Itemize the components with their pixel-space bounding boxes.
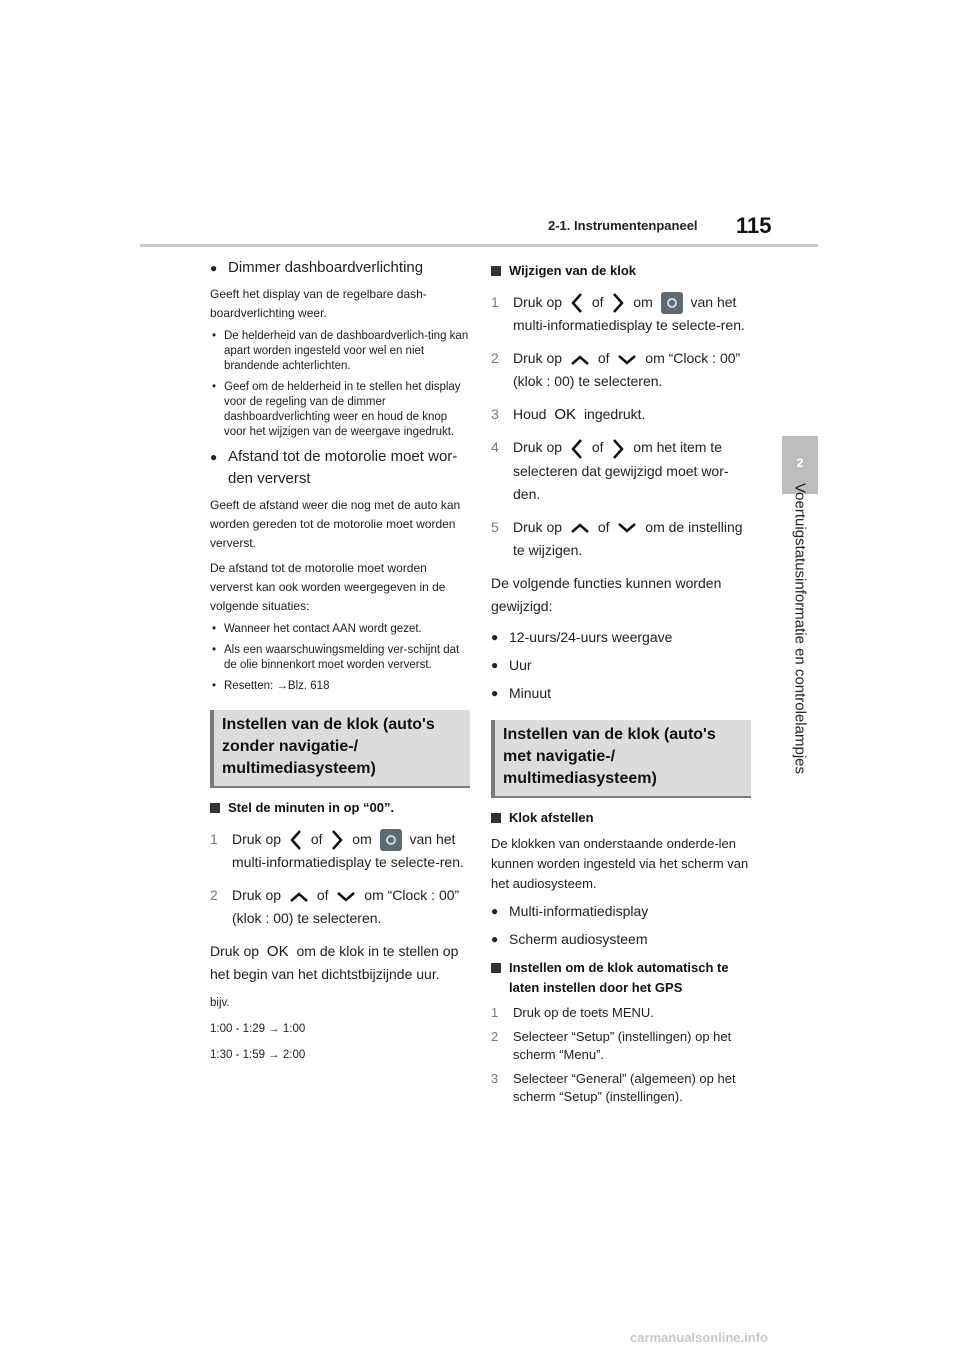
chevron-left-icon (571, 438, 582, 459)
example-row: 1:00 - 1:29 → 1:00 (210, 1023, 306, 1036)
settings-gear-icon (660, 292, 683, 315)
step-number: 3 (491, 1070, 499, 1086)
chevron-up-icon (571, 354, 589, 365)
step-number: 3 (491, 406, 499, 423)
chapter-side-label: Voertuigstatusinformatie en controlelamp… (791, 483, 809, 774)
example-row: 1:30 - 1:59 → 2:00 (210, 1049, 306, 1062)
step-2: 2 Druk op of om “Clock : 00” (klok : 00)… (491, 347, 751, 393)
function-item: Uur (491, 654, 751, 676)
settings-gear-icon (379, 829, 402, 852)
dimmer-description: Geeft het display van de regelbare dash-… (210, 287, 427, 320)
ok-instruction: Druk op OK om de klok in te stellen op h… (210, 940, 470, 986)
watermark: carmanualsonline.info (630, 1330, 768, 1345)
left-column: Dimmer dashboardverlichting Geeft het di… (210, 253, 470, 1074)
page-number: 115 (736, 213, 772, 238)
subheading-minutes: Stel de minuten in op “00”. (210, 798, 470, 818)
ok-icon: OK (266, 943, 289, 961)
header-divider (140, 244, 818, 247)
chevron-up-icon (571, 523, 589, 533)
list-item: De helderheid van de dashboardverlich-ti… (210, 329, 470, 374)
adjust-description: De klokken van onderstaande onderde-len … (491, 835, 749, 891)
chevron-down-icon (618, 522, 637, 533)
example-label: bijv. (210, 997, 230, 1010)
subheading-change-clock: Wijzigen van de klok (491, 261, 751, 281)
step-number: 1 (491, 1004, 499, 1020)
section-title: 2-1. Instrumentenpaneel (548, 218, 698, 233)
subheading-adjust-clock: Klok afstellen (491, 808, 751, 828)
step-3: 3 Houd OK ingedrukt. (491, 403, 751, 426)
step-number: 1 (210, 831, 218, 847)
function-item: Minuut (491, 682, 751, 704)
subheading-gps: Instellen om de klok automatisch te late… (491, 958, 751, 998)
oil-situations: Wanneer het contact AAN wordt gezet. Als… (210, 622, 470, 694)
chapter-tab: 2 (782, 436, 818, 494)
step-2: 2 Druk op of om “Clock : 00” (klok : 00)… (210, 884, 470, 930)
function-item: 12-uurs/24-uurs weergave (491, 626, 751, 648)
step-number: 2 (210, 887, 218, 904)
list-item: Wanneer het contact AAN wordt gezet. (210, 622, 470, 637)
chevron-right-icon (332, 830, 344, 851)
list-item: Geef om de helderheid in te stellen het … (210, 380, 470, 440)
chevron-right-icon (613, 438, 625, 459)
list-item: Resetten: →Blz. 618 (210, 679, 470, 694)
section-box-no-nav: Instellen van de klok (auto's zonder nav… (210, 710, 470, 788)
gps-step: 3 Selecteer “General” (algemeen) op het … (491, 1070, 736, 1104)
step-4: 4 Druk op of om het item te selecteren d… (491, 436, 751, 505)
oil-heading: Afstand tot de motorolie moet wor-den ve… (210, 446, 470, 490)
chevron-right-icon (613, 293, 625, 314)
chevron-left-icon (571, 293, 582, 314)
step-number: 5 (491, 518, 499, 535)
chevron-down-icon (618, 354, 637, 365)
chevron-down-icon (337, 891, 356, 902)
step-1: 1 Druk op of om van het multi-informatie… (210, 828, 470, 874)
step-number: 4 (491, 439, 499, 456)
step-number: 2 (491, 350, 499, 367)
functions-intro: De volgende functies kunnen worden gewij… (491, 574, 722, 614)
display-item: Scherm audiosysteem (491, 928, 751, 950)
display-item: Multi-informatiedisplay (491, 900, 751, 922)
gps-step: 2 Selecteer “Setup” (instellingen) op he… (491, 1028, 732, 1062)
oil-description: Geeft de afstand weer die nog met de aut… (210, 498, 461, 550)
oil-description-2: De afstand tot de motorolie moet worden … (210, 561, 446, 613)
chevron-left-icon (290, 830, 301, 851)
right-column: Wijzigen van de klok 1 Druk op of om van… (491, 253, 751, 1112)
step-5: 5 Druk op of om de instelling te wijzige… (491, 516, 751, 562)
dimmer-notes: De helderheid van de dashboardverlich-ti… (210, 329, 470, 440)
list-item: Als een waarschuwingsmelding ver-schijnt… (210, 643, 470, 673)
section-box-with-nav: Instellen van de klok (auto's met naviga… (491, 719, 751, 798)
step-number: 1 (491, 294, 499, 310)
gps-step: 1 Druk op de toets MENU. (491, 1004, 654, 1020)
chevron-up-icon (290, 891, 308, 902)
chapter-number: 2 (796, 456, 804, 470)
dimmer-heading: Dimmer dashboardverlichting (210, 257, 470, 279)
step-number: 2 (491, 1028, 499, 1044)
ok-icon: OK (554, 406, 577, 424)
step-1: 1 Druk op of om van het multi-informatie… (491, 291, 751, 337)
